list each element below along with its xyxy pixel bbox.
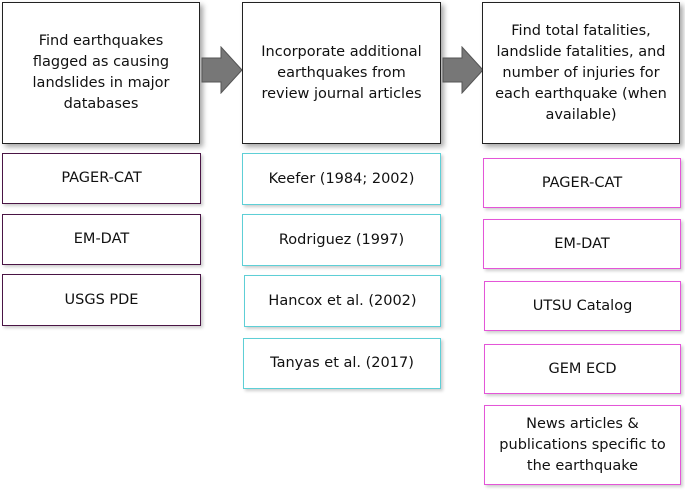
step3-header: Find total fatalities, landslide fatalit…: [482, 2, 680, 144]
step1-header: Find earthquakes flagged as causing land…: [2, 2, 200, 144]
step2-item-rodriguez: Rodriguez (1997): [242, 214, 441, 266]
step3-item-news-articles: News articles & publications specific to…: [484, 405, 681, 485]
step3-item-label: GEM ECD: [548, 360, 617, 377]
step3-item-label: EM-DAT: [554, 235, 610, 252]
step2-item-label: Keefer (1984; 2002): [268, 170, 415, 187]
step1-item-label: EM-DAT: [73, 231, 130, 247]
step1-item-em-dat: EM-DAT: [2, 214, 201, 265]
step3-item-em-dat: EM-DAT: [483, 219, 681, 269]
step2-item-keefer: Keefer (1984; 2002): [242, 153, 441, 205]
step2-item-label: Tanyas et al. (2017): [270, 355, 414, 371]
step3-header-text: Find total fatalities, landslide fatalit…: [495, 22, 667, 123]
step3-item-gem-ecd: GEM ECD: [484, 344, 681, 394]
step1-item-label: USGS PDE: [64, 291, 139, 308]
step2-item-label: Hancox et al. (2002): [268, 292, 417, 309]
step1-item-label: PAGER-CAT: [61, 170, 142, 186]
step1-item-pager-cat: PAGER-CAT: [2, 153, 201, 204]
step2-item-label: Rodriguez (1997): [278, 231, 405, 248]
step1-header-text: Find earthquakes flagged as causing land…: [32, 33, 170, 112]
flow-arrow-1: [201, 46, 243, 94]
flow-arrow-2: [442, 46, 484, 94]
step2-header-text: Incorporate additional earthquakes from …: [261, 43, 422, 102]
step2-item-hancox: Hancox et al. (2002): [244, 275, 441, 327]
step1-item-usgs-pde: USGS PDE: [2, 274, 201, 326]
step2-header: Incorporate additional earthquakes from …: [242, 2, 441, 144]
step3-item-utsu-catalog: UTSU Catalog: [484, 281, 681, 331]
step3-item-label: News articles & publications specific to…: [499, 415, 666, 474]
step2-item-tanyas: Tanyas et al. (2017): [243, 338, 441, 389]
step3-item-label: PAGER-CAT: [541, 174, 623, 191]
step3-item-label: UTSU Catalog: [532, 297, 633, 314]
step3-item-pager-cat: PAGER-CAT: [483, 158, 681, 208]
